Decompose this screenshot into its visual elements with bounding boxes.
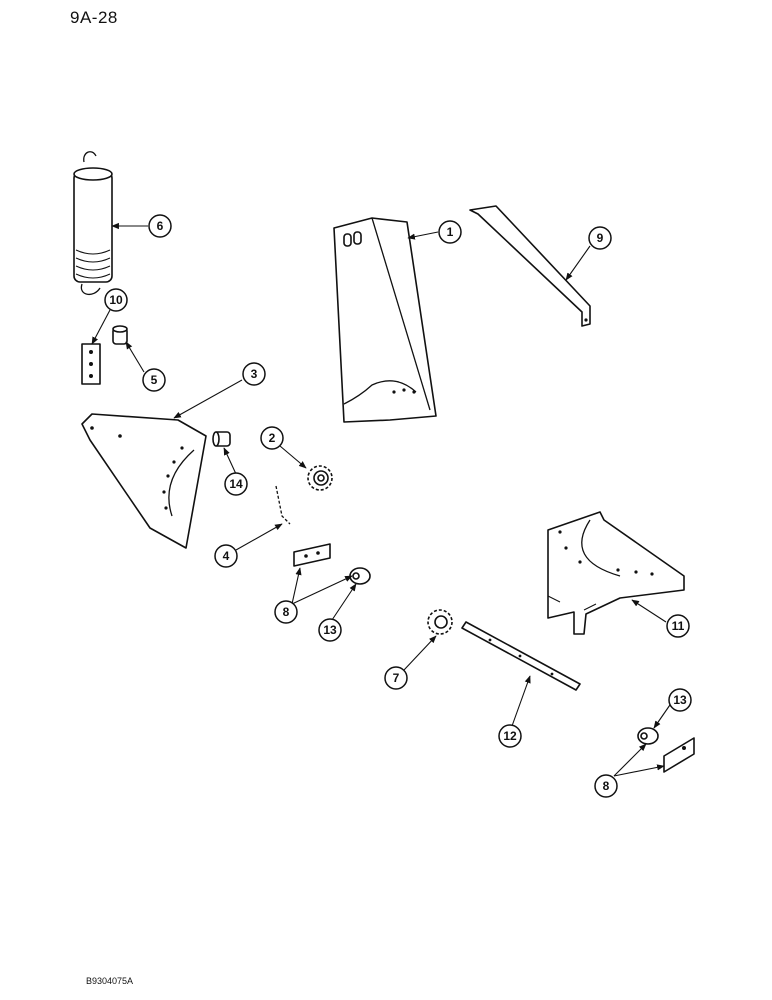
svg-text:8: 8 [283, 605, 290, 619]
svg-text:9: 9 [597, 231, 604, 245]
callouts: 1 2 3 4 5 6 7 8 8 9 10 11 12 13 13 14 [104, 214, 692, 798]
callout-8-lower: 8 [594, 774, 618, 798]
plate-part-8-upper [293, 543, 331, 567]
sprocket-part-2 [307, 465, 333, 491]
page-number: 9A-28 [70, 8, 118, 27]
svg-text:1: 1 [447, 225, 454, 239]
sprocket-part-7 [427, 609, 453, 635]
plate-part-8-lower [663, 737, 695, 773]
plate-part-10 [81, 343, 101, 385]
callout-5: 5 [142, 368, 166, 392]
callout-1: 1 [438, 220, 462, 244]
svg-text:14: 14 [229, 477, 243, 491]
svg-text:8: 8 [603, 779, 610, 793]
svg-text:2: 2 [269, 431, 276, 445]
callout-7: 7 [384, 666, 408, 690]
plate-part-3 [81, 413, 207, 549]
svg-text:12: 12 [503, 729, 517, 743]
callout-6: 6 [148, 214, 172, 238]
callout-10: 10 [104, 288, 128, 312]
bracket-part-11 [547, 511, 685, 635]
bushing-part-14 [212, 431, 231, 447]
callout-13-upper: 13 [318, 618, 342, 642]
callout-11: 11 [666, 614, 690, 638]
spring-part [73, 151, 113, 295]
svg-text:11: 11 [672, 619, 685, 633]
bushing-part-5 [112, 325, 128, 345]
svg-text:13: 13 [323, 623, 337, 637]
bracket-part-1 [333, 217, 437, 423]
callout-3: 3 [242, 362, 266, 386]
svg-text:3: 3 [251, 367, 258, 381]
callout-4: 4 [214, 544, 238, 568]
callout-9: 9 [588, 226, 612, 250]
svg-text:6: 6 [157, 219, 164, 233]
cap-part-13-upper [349, 567, 371, 585]
svg-text:5: 5 [151, 373, 158, 387]
callout-2: 2 [260, 426, 284, 450]
shaft-part-12 [461, 621, 581, 691]
svg-text:13: 13 [673, 693, 687, 707]
cap-part-13-lower [637, 727, 659, 745]
pin-part-4 [275, 485, 291, 525]
figure-code: B9304075A [86, 976, 134, 986]
callout-13-lower: 13 [668, 688, 692, 712]
arm-part-9 [469, 205, 591, 327]
callout-12: 12 [498, 724, 522, 748]
callout-8-upper: 8 [274, 600, 298, 624]
callout-14: 14 [224, 472, 248, 496]
svg-text:4: 4 [223, 549, 230, 563]
svg-text:10: 10 [109, 293, 123, 307]
svg-text:7: 7 [393, 671, 400, 685]
leader-lines [91, 222, 673, 777]
